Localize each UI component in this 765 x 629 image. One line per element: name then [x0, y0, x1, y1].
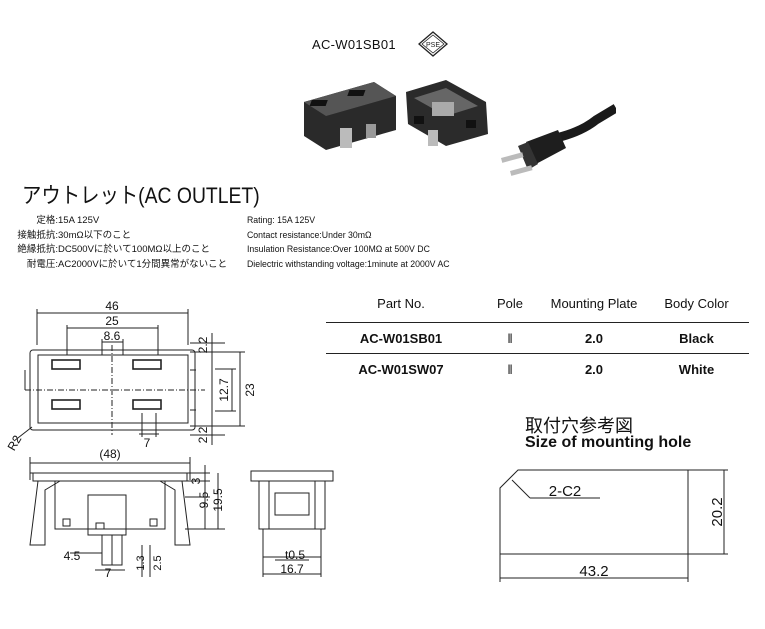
- product-photos: [304, 80, 616, 176]
- spec-label: 耐電圧:: [26, 258, 58, 270]
- cell-color: Black: [679, 330, 714, 346]
- dim-pin-offset: 4.5: [64, 549, 81, 563]
- section-heading: アウトレット(AC OUTLET): [22, 183, 260, 208]
- dim-slot: 7: [144, 436, 151, 450]
- spec-row: 接触抵抗:30mΩ以下のこと: [4, 229, 227, 244]
- outlet-photo-front: [304, 82, 396, 150]
- plug-photo: [501, 104, 616, 176]
- table-row: AC-W01SW07 ǁ 2.0 White: [326, 353, 749, 384]
- cell-plate: 2.0: [584, 330, 604, 346]
- cell-pole: ǁ: [507, 361, 513, 377]
- dim-bottom: 2.2: [196, 426, 210, 443]
- table-row: AC-W01SB01 ǁ 2.0 Black: [326, 322, 749, 353]
- spec-label: 接触抵抗:: [17, 229, 58, 241]
- dim-side-width: 16.7: [280, 562, 304, 576]
- dim-width-mid: 25: [105, 314, 119, 328]
- spec-label: 絶縁抵抗:: [17, 244, 58, 255]
- dim-height-total: 23: [243, 383, 257, 397]
- cell-part-no: AC-W01SW07: [358, 361, 444, 377]
- dim-height-inner: 12.7: [217, 378, 231, 402]
- top-view-drawing: 46 25 8.6 7 2.2 2.2 12.7 23 R2: [5, 299, 257, 454]
- pse-mark-text: PSE: [426, 42, 440, 49]
- dim-mounting-height: 20.2: [709, 497, 726, 526]
- dim-width-inner: 8.6: [104, 329, 121, 343]
- model-title: AC-W01SB01: [312, 37, 396, 52]
- mounting-title-en: Size of mounting hole: [525, 434, 692, 451]
- header-mounting-plate: Mounting Plate: [550, 296, 638, 311]
- side-view-drawing: t0.5 16.7: [250, 470, 334, 577]
- cell-pole: ǁ: [507, 330, 513, 346]
- cell-color: White: [678, 361, 715, 377]
- spec-label: 定格:: [36, 215, 58, 226]
- dim-side-thickness: t0.5: [285, 548, 305, 562]
- dim-top: 2.2: [196, 336, 210, 353]
- header-pole: Pole: [496, 296, 524, 311]
- spec-row: 耐電圧:AC2000Vに於いて1分間異常がないこと: [4, 258, 227, 273]
- specs-english: Rating: 15A 125V Contact resistance:Unde…: [247, 214, 450, 272]
- spec-line: Dielectric withstanding voltage:1minute …: [247, 258, 450, 270]
- dim-front-h1: 3: [189, 477, 203, 484]
- cell-part-no: AC-W01SB01: [359, 330, 443, 346]
- header-part-no: Part No.: [377, 296, 425, 311]
- dim-chamfer: 2-C2: [549, 483, 582, 500]
- spec-value: 15A 125V: [58, 215, 100, 226]
- spec-value: DC500Vに於いて100MΩ以上のこと: [58, 244, 210, 255]
- outlet-photo-back: [406, 80, 488, 146]
- spec-row: 絶縁抵抗:DC500Vに於いて100MΩ以上のこと: [4, 243, 227, 258]
- dim-front-h2: 9.5: [197, 491, 211, 508]
- cell-plate: 2.0: [584, 361, 604, 377]
- mounting-hole-drawing: 2-C2 20.2 43.2: [499, 469, 728, 582]
- spec-value: 30mΩ以下のこと: [58, 229, 132, 241]
- dim-front-width: (48): [99, 447, 120, 461]
- spec-line: Rating: 15A 125V: [247, 215, 316, 226]
- spec-value: AC2000Vに於いて1分間異常がないこと: [58, 258, 228, 270]
- table-header: Part No. Pole Mounting Plate Body Color: [326, 286, 749, 322]
- pse-mark-icon: PSE: [418, 31, 448, 57]
- dim-radius: R2: [5, 433, 25, 454]
- spec-line: Insulation Resistance:Over 100MΩ at 500V…: [247, 244, 430, 255]
- specs-japanese: 定格:15A 125V 接触抵抗:30mΩ以下のこと 絶縁抵抗:DC500Vに於…: [4, 214, 227, 272]
- dim-pin-h2: 2.5: [152, 555, 164, 570]
- dim-mounting-width: 43.2: [579, 563, 608, 580]
- dim-pin-h1: 1.3: [135, 555, 147, 570]
- parts-table: Part No. Pole Mounting Plate Body Color …: [326, 286, 749, 384]
- dim-width-total: 46: [105, 299, 119, 313]
- header-body-color: Body Color: [664, 296, 729, 311]
- dim-pin-width: 7: [105, 566, 112, 580]
- front-view-drawing: (48) 3 9.5 19.5 4.5 7 1.3 2.5: [29, 447, 225, 580]
- dim-front-h3: 19.5: [211, 488, 225, 512]
- spec-line: Contact resistance:Under 30mΩ: [247, 229, 372, 241]
- spec-row: 定格:15A 125V: [4, 214, 227, 229]
- mounting-title-jp: 取付穴参考図: [525, 416, 633, 437]
